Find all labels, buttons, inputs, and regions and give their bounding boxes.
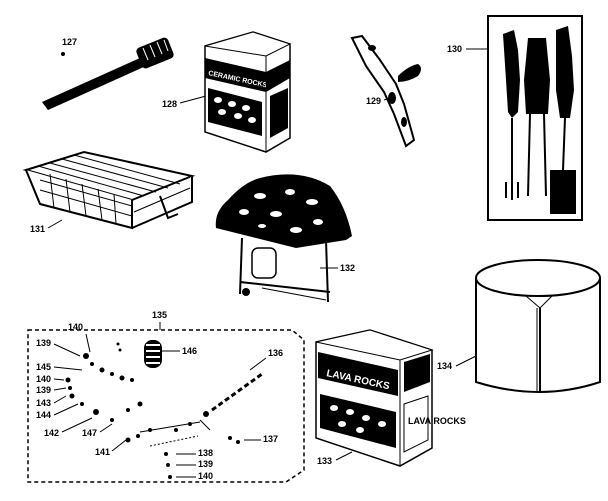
brush-head: [136, 37, 174, 69]
label-142: 142: [44, 428, 59, 438]
label-144: 144: [36, 410, 51, 420]
part-130-tool-set: 130: [447, 15, 583, 221]
part-134-cover: 134: [437, 259, 601, 393]
part-127-grill-brush: 127: [42, 37, 174, 110]
label-131: 131: [30, 224, 45, 234]
label-140-bottom: 140: [198, 471, 213, 481]
label-139-top: 139: [36, 338, 51, 348]
label-141: 141: [95, 447, 110, 457]
label-129: 129: [366, 96, 381, 106]
brush-handle: [42, 58, 146, 110]
label-128: 128: [162, 99, 177, 109]
part-129-grill-tool: 129: [350, 34, 421, 148]
part-128-ceramic-rocks-box: 128 CERAMIC ROCKS: [162, 31, 292, 153]
burner-tube: [139, 372, 263, 447]
label-140-mid: 140: [36, 374, 51, 384]
marker-127: [61, 52, 65, 56]
label-147: 147: [82, 428, 97, 438]
label-127: 127: [62, 37, 77, 47]
lava-box-side-text: LAVA ROCKS: [408, 416, 466, 426]
label-140-top: 140: [68, 322, 83, 332]
label-133: 133: [317, 456, 332, 466]
label-130: 130: [447, 44, 462, 54]
label-135: 135: [152, 310, 167, 320]
label-138: 138: [198, 448, 213, 458]
part-135-parts-kit: 135 140 139 145 140 139 143 144 142 147 …: [27, 310, 305, 483]
label-134: 134: [437, 361, 452, 371]
label-132: 132: [340, 263, 355, 273]
label-145: 145: [36, 362, 51, 372]
part-133-lava-rocks-box: 133 LAVA ROCKS LAVA ROCKS: [315, 329, 466, 467]
hardware-pieces: [65, 340, 240, 479]
label-139-mid: 139: [36, 385, 51, 395]
label-139-bottom: 139: [198, 459, 213, 469]
part-132-grill-cover: 132: [215, 174, 355, 303]
label-143: 143: [36, 398, 51, 408]
label-146: 146: [182, 346, 197, 356]
label-137: 137: [263, 434, 278, 444]
label-136: 136: [268, 348, 283, 358]
part-131-warming-rack: 131: [22, 150, 196, 234]
